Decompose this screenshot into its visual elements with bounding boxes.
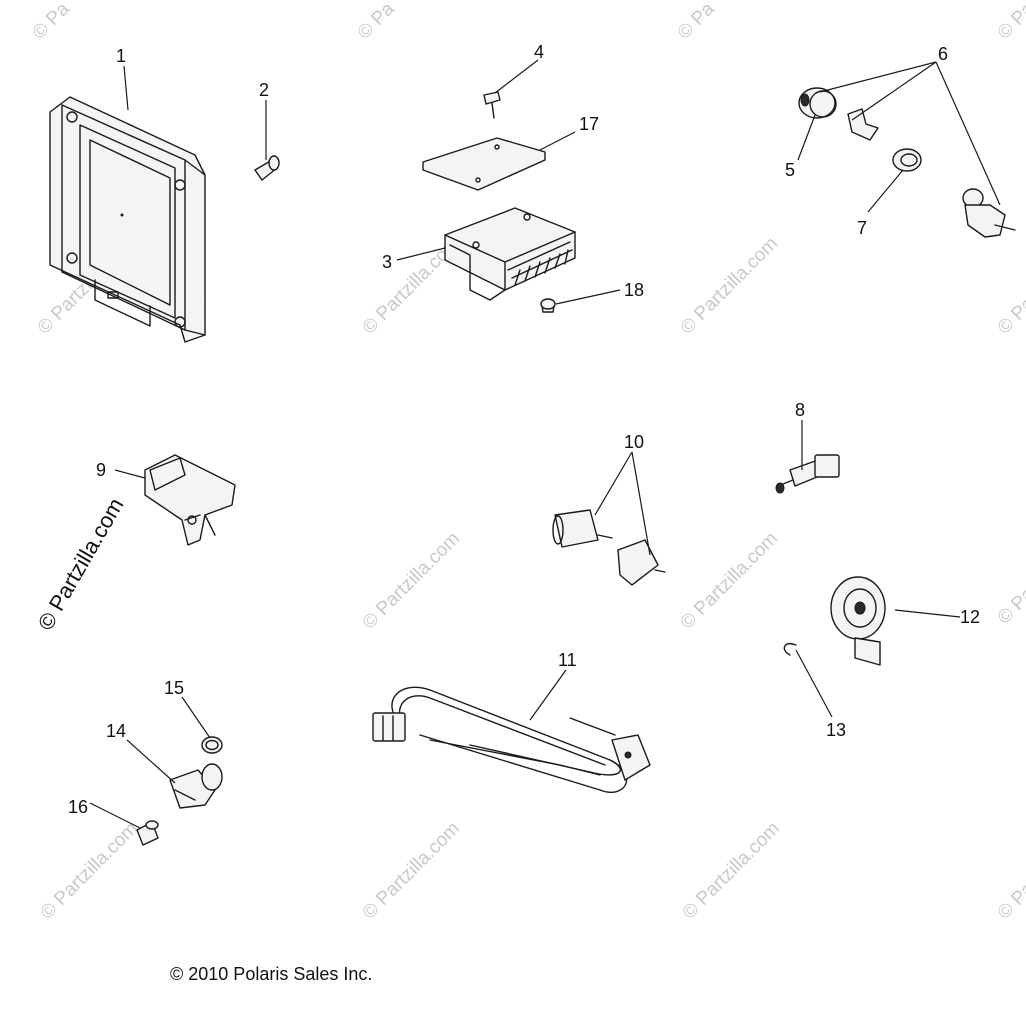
callout-7: 7 xyxy=(857,218,867,238)
callout-4: 4 xyxy=(534,42,544,62)
part-1-ecu[interactable] xyxy=(49,96,206,343)
callout-16: 16 xyxy=(68,797,88,817)
callout-13: 13 xyxy=(826,720,846,740)
callout-3: 3 xyxy=(382,252,392,272)
callout-labels: 1 2 3 4 5 6 7 8 9 10 11 12 13 14 15 16 1… xyxy=(68,42,980,817)
part-3-module[interactable] xyxy=(444,207,576,301)
part-9-map-sensor[interactable] xyxy=(144,454,236,546)
watermark: © Pa xyxy=(994,293,1026,338)
watermark: © Partzilla.com xyxy=(37,818,142,923)
callout-18: 18 xyxy=(624,280,644,300)
watermark: © Partzilla.com xyxy=(677,528,782,633)
callout-8: 8 xyxy=(795,400,805,420)
leader-lines xyxy=(89,59,1001,829)
part-16-bolt[interactable] xyxy=(136,820,159,846)
watermark: © Pa xyxy=(29,0,74,44)
callout-2: 2 xyxy=(259,80,269,100)
part-10-component[interactable] xyxy=(552,509,666,586)
callout-11: 11 xyxy=(558,650,577,670)
callout-9: 9 xyxy=(96,460,106,480)
callout-12: 12 xyxy=(960,607,980,627)
watermark: © Partzilla.com xyxy=(679,818,784,923)
watermark: © Pa xyxy=(994,0,1026,44)
watermark: © Pa xyxy=(354,0,399,44)
part-12-knock-sensor[interactable] xyxy=(830,576,886,666)
watermark: © Pa xyxy=(994,583,1026,628)
part-6-connector[interactable] xyxy=(962,188,1016,238)
part-15-o-ring[interactable] xyxy=(201,736,223,754)
part-11-harness[interactable] xyxy=(372,686,651,793)
callout-15: 15 xyxy=(164,678,184,698)
watermark: © Partzilla.com xyxy=(359,528,464,633)
callout-5: 5 xyxy=(785,160,795,180)
watermark: © Pa xyxy=(674,0,719,44)
part-14-sensor[interactable] xyxy=(169,763,223,809)
side-watermark: © Partzilla.com xyxy=(33,494,129,635)
copyright-notice: © 2010 Polaris Sales Inc. xyxy=(170,964,373,984)
part-8-sensor[interactable] xyxy=(775,454,840,494)
part-4-screw[interactable] xyxy=(483,91,501,119)
callout-17: 17 xyxy=(579,114,599,134)
part-6-key[interactable] xyxy=(847,108,879,141)
callout-14: 14 xyxy=(106,721,126,741)
part-13-clip[interactable] xyxy=(783,643,797,656)
callout-1: 1 xyxy=(116,46,126,66)
callout-6: 6 xyxy=(938,44,948,64)
part-17-gasket[interactable] xyxy=(422,137,546,191)
watermark: © Partzilla.com xyxy=(359,818,464,923)
watermark: © Partzilla.com xyxy=(677,233,782,338)
part-5-switch[interactable] xyxy=(798,87,837,119)
watermark: © Pa xyxy=(994,878,1026,923)
part-2-bolt[interactable] xyxy=(254,155,280,181)
part-18-plug[interactable] xyxy=(540,298,556,313)
part-7-nut[interactable] xyxy=(892,148,922,172)
callout-10: 10 xyxy=(624,432,644,452)
